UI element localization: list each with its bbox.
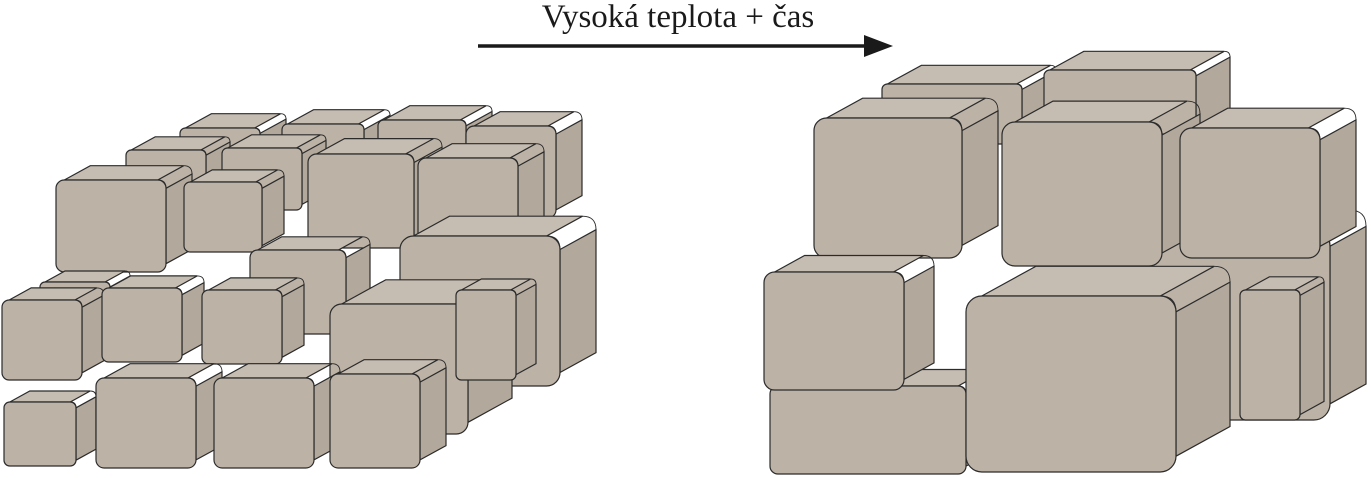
right-arrow-icon <box>864 35 893 57</box>
fine-grain-8 <box>183 169 285 253</box>
fine-grain-16 <box>201 277 305 365</box>
fine-grain-22 <box>329 359 447 469</box>
coarse-grain-5 <box>813 97 999 259</box>
fine-grain-structure <box>1 105 597 469</box>
fine-grain-21 <box>213 363 341 469</box>
fine-grain-18 <box>455 278 537 381</box>
process-label: Vysoká teplota + čas <box>541 0 815 35</box>
fine-grain-20 <box>95 363 223 469</box>
coarse-grain-4 <box>1239 276 1325 421</box>
coarse-grain-structure <box>763 50 1367 475</box>
fine-grain-19 <box>3 390 97 467</box>
fine-grain-14 <box>1 287 105 381</box>
coarse-grain-9 <box>763 254 935 391</box>
fine-grain-15 <box>101 275 205 363</box>
coarse-grain-10 <box>965 265 1231 473</box>
coarse-grain-7 <box>1179 107 1357 259</box>
process-arrow <box>478 35 893 57</box>
